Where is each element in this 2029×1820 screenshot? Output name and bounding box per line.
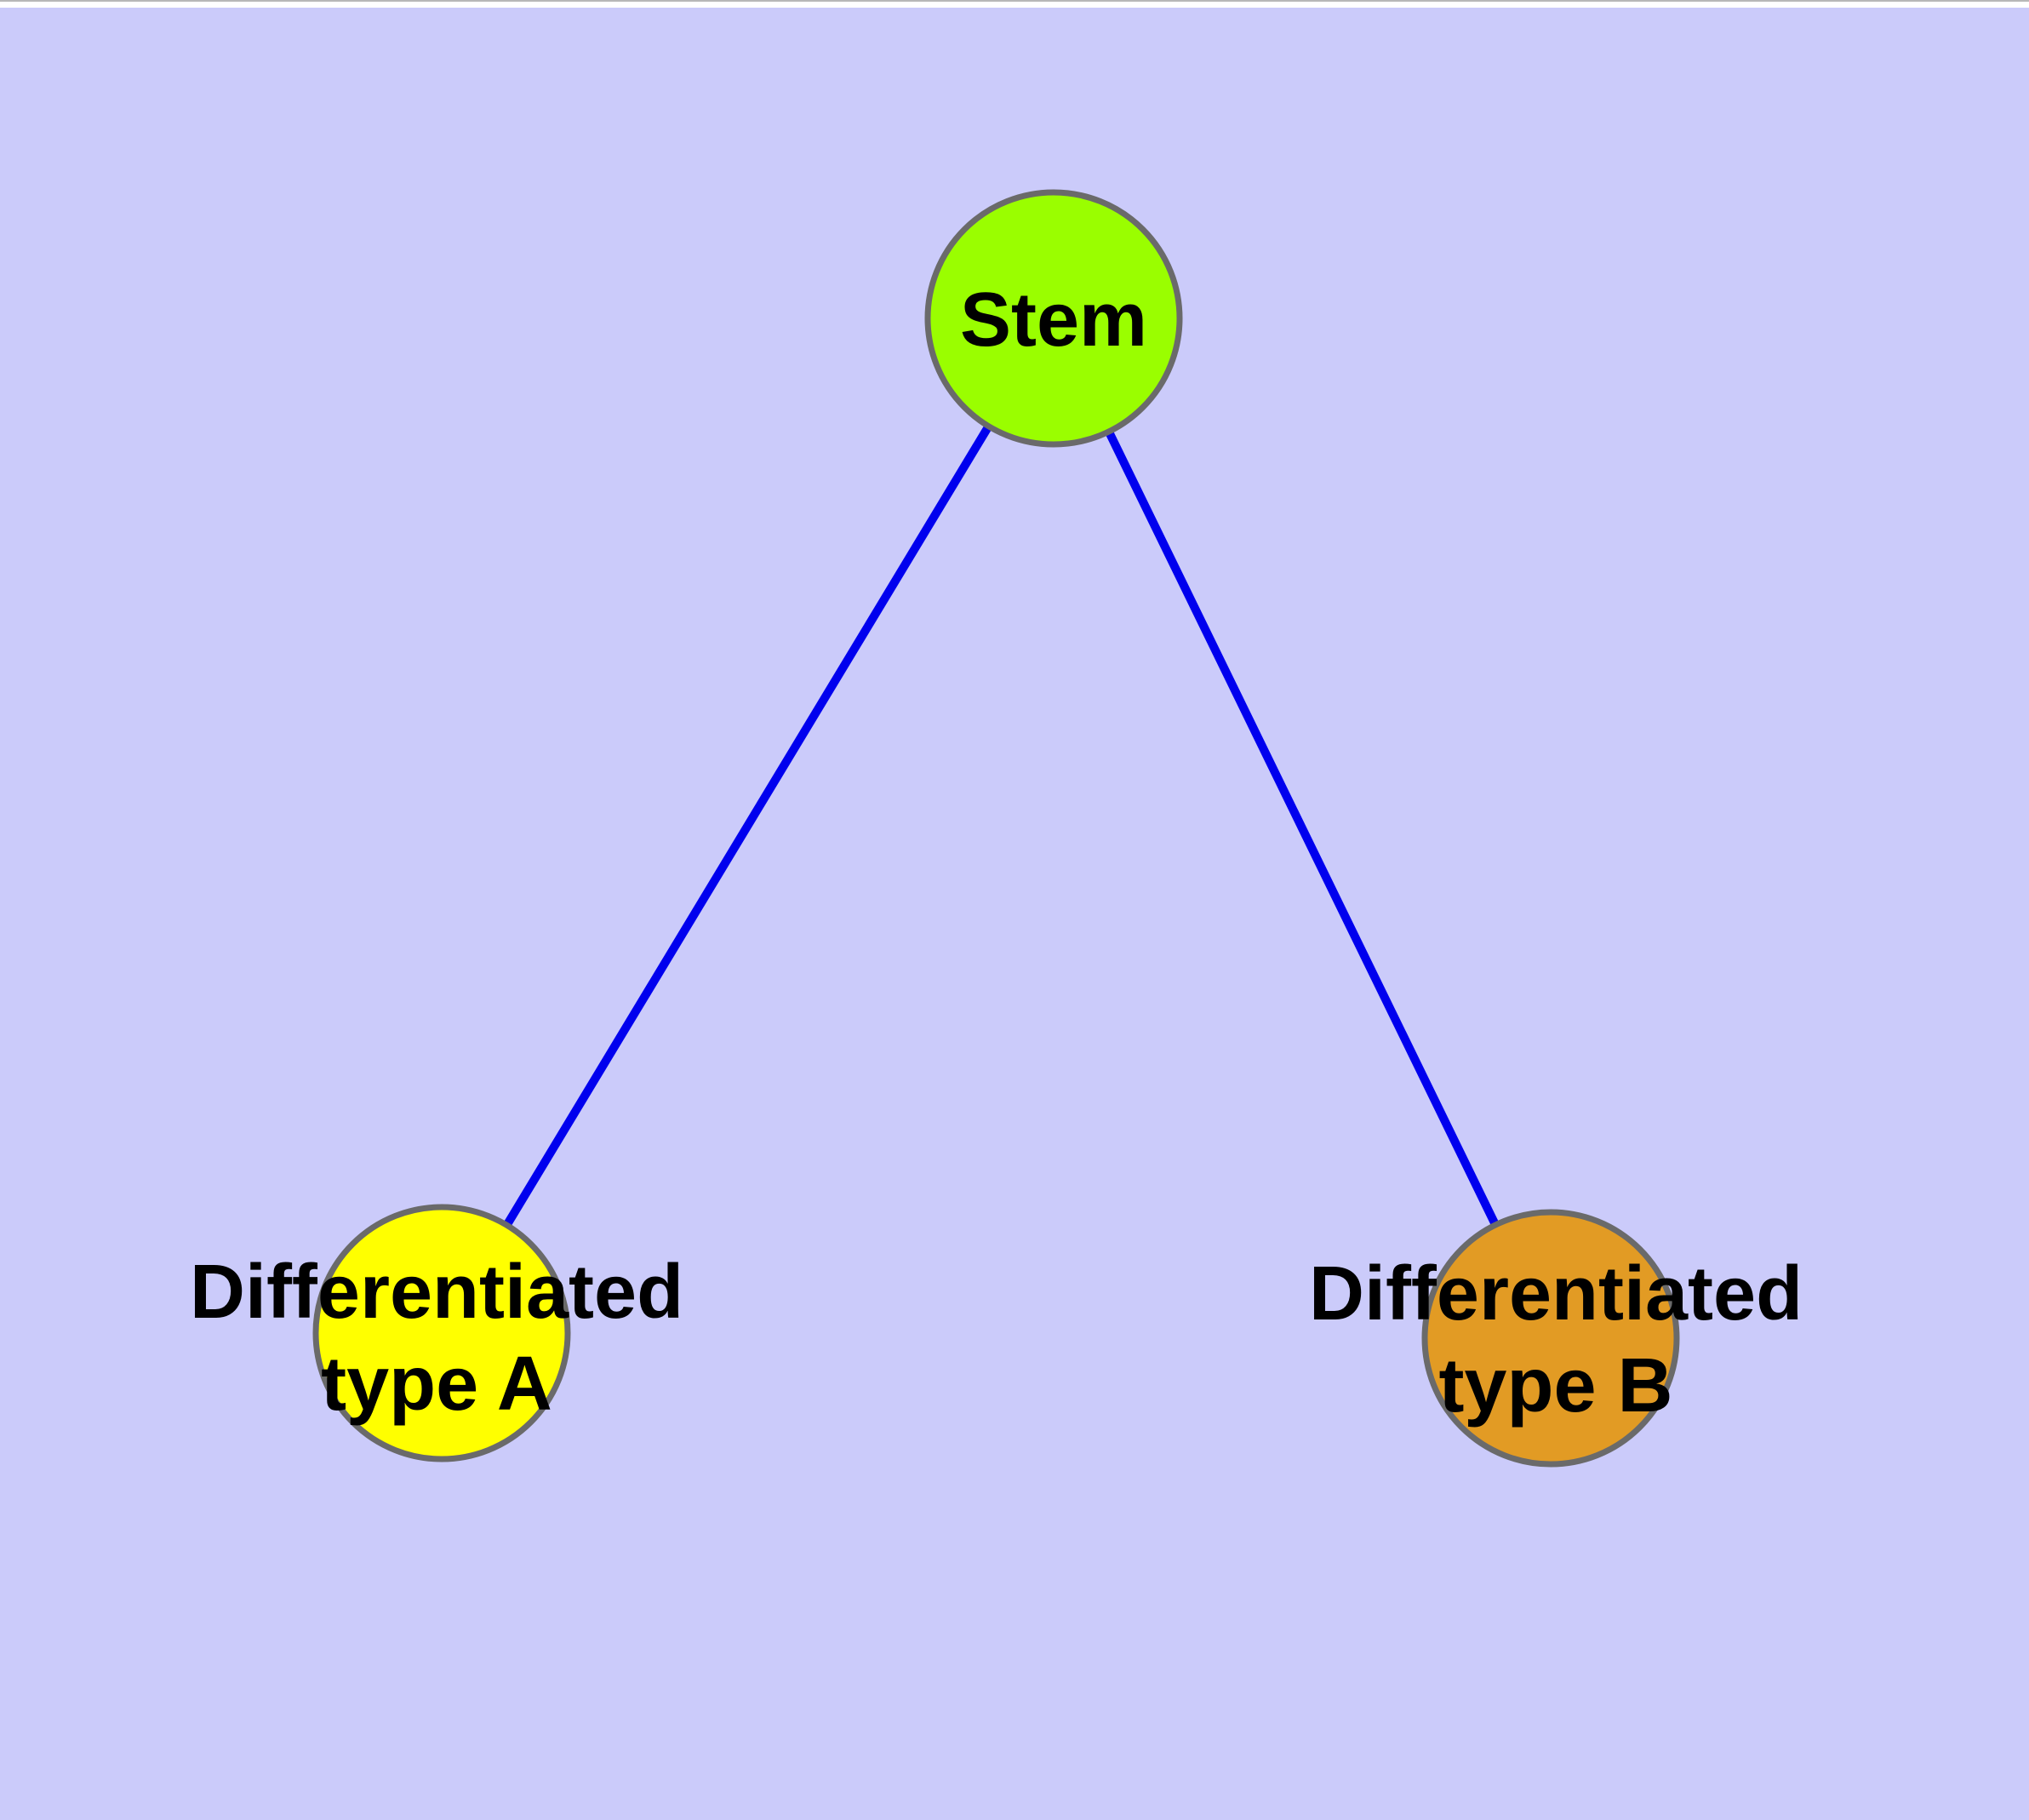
- edge-stem-to-type-b: [1049, 316, 1555, 1341]
- top-margin-strip: [0, 0, 2029, 8]
- node-label-line: Differentiated: [189, 1250, 684, 1335]
- node-stem-circle[interactable]: [924, 189, 1183, 448]
- node-differentiated-type-a-circle[interactable]: [312, 1204, 571, 1462]
- node-label-line: Differentiated: [1308, 1251, 1803, 1336]
- node-differentiated-type-a-label: Differentiated type A: [190, 1246, 683, 1430]
- node-label-line: type B: [1438, 1343, 1673, 1428]
- node-label-line: Stem: [959, 278, 1148, 363]
- node-label-line: type A: [321, 1342, 552, 1427]
- edge-stem-to-type-a: [437, 316, 1058, 1336]
- node-stem-label: Stem: [960, 274, 1147, 366]
- node-differentiated-type-b-label: Differentiated type B: [1309, 1248, 1803, 1432]
- node-differentiated-type-b-circle[interactable]: [1421, 1209, 1680, 1468]
